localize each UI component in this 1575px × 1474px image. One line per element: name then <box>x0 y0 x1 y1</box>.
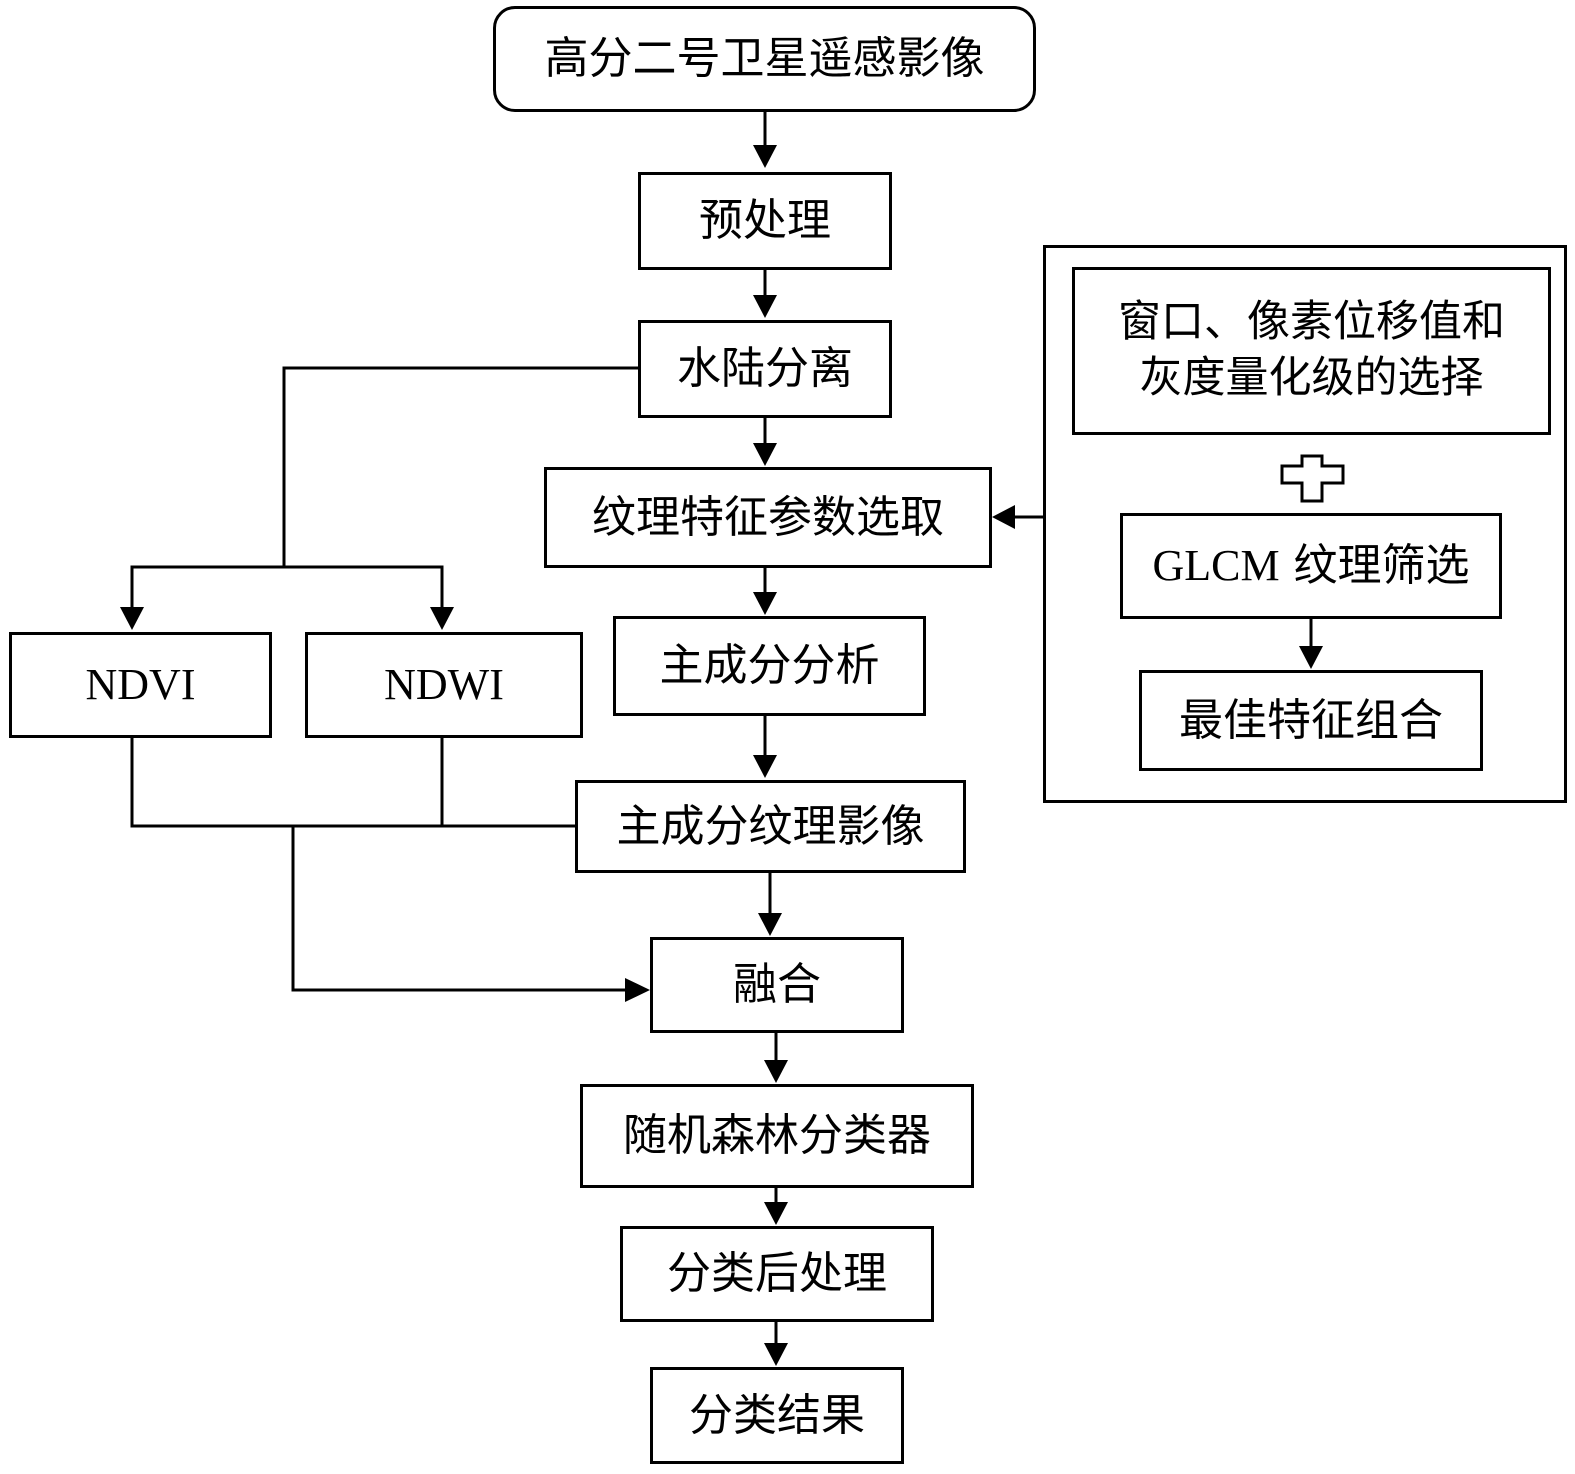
node-post-classification: 分类后处理 <box>620 1226 934 1322</box>
arrowhead-post <box>764 1202 788 1225</box>
branch-split <box>130 565 444 620</box>
arrowhead-texture <box>753 443 777 466</box>
node-pc-texture-image-label: 主成分纹理影像 <box>616 800 925 852</box>
node-fusion-label: 融合 <box>733 959 821 1010</box>
node-texture-param-select-label: 纹理特征参数选取 <box>592 491 944 543</box>
branch-separation-to-indices <box>282 366 638 567</box>
node-glcm-filter-label: GLCM 纹理筛选 <box>1152 544 1469 588</box>
node-source-image: 高分二号卫星遥感影像 <box>493 6 1036 112</box>
node-window-params-line1: 窗口、像素位移值和 <box>1118 297 1505 348</box>
merge-indices <box>130 738 575 828</box>
texture-selection-panel <box>1043 245 1567 803</box>
node-rf-classifier: 随机森林分类器 <box>580 1084 974 1188</box>
node-window-params-line2: 灰度量化级的选择 <box>1139 353 1484 403</box>
arrowhead-fusion <box>758 913 782 936</box>
arrowhead-best <box>1299 646 1323 669</box>
node-preprocess: 预处理 <box>638 172 892 270</box>
node-result: 分类结果 <box>650 1367 904 1464</box>
arrowhead-separation <box>753 295 777 318</box>
node-source-image-label: 高分二号卫星遥感影像 <box>544 33 985 84</box>
arrowhead-texture-right <box>992 505 1015 529</box>
node-water-land-separation: 水陆分离 <box>638 320 892 418</box>
node-result-label: 分类结果 <box>689 1389 865 1441</box>
node-window-params: 窗口、像素位移值和 灰度量化级的选择 <box>1072 267 1551 435</box>
arrowhead-ndwi <box>430 607 454 630</box>
node-fusion: 融合 <box>650 937 904 1033</box>
node-rf-classifier-label: 随机森林分类器 <box>623 1110 931 1161</box>
node-texture-param-select: 纹理特征参数选取 <box>544 467 992 568</box>
node-pc-texture-image: 主成分纹理影像 <box>575 780 966 873</box>
node-water-land-separation-label: 水陆分离 <box>677 343 853 394</box>
arrowhead-rf <box>764 1060 788 1083</box>
arrowhead-result <box>764 1343 788 1366</box>
node-ndvi: NDVI <box>9 632 272 738</box>
arrowhead-preprocess <box>753 145 777 168</box>
glcm-suffix: 纹理筛选 <box>1279 540 1470 591</box>
arrowhead-pctexture <box>753 755 777 778</box>
glcm-prefix: GLCM <box>1152 541 1280 590</box>
arrowhead-fusion-left <box>625 978 650 1002</box>
node-ndwi-label: NDWI <box>384 660 504 709</box>
arrowhead-ndvi <box>120 607 144 630</box>
node-glcm-filter: GLCM 纹理筛选 <box>1120 513 1502 619</box>
node-ndvi-label: NDVI <box>85 660 196 709</box>
node-post-classification-label: 分类后处理 <box>667 1248 887 1299</box>
node-pca: 主成分分析 <box>613 616 926 716</box>
node-ndwi: NDWI <box>305 632 583 738</box>
merge-to-fusion <box>291 826 630 992</box>
arrowhead-pca <box>753 592 777 615</box>
node-preprocess-label: 预处理 <box>699 195 831 246</box>
plus-icon <box>1280 454 1345 503</box>
node-best-combo-label: 最佳特征组合 <box>1179 694 1443 746</box>
node-pca-label: 主成分分析 <box>659 640 880 691</box>
node-best-combo: 最佳特征组合 <box>1139 670 1483 771</box>
